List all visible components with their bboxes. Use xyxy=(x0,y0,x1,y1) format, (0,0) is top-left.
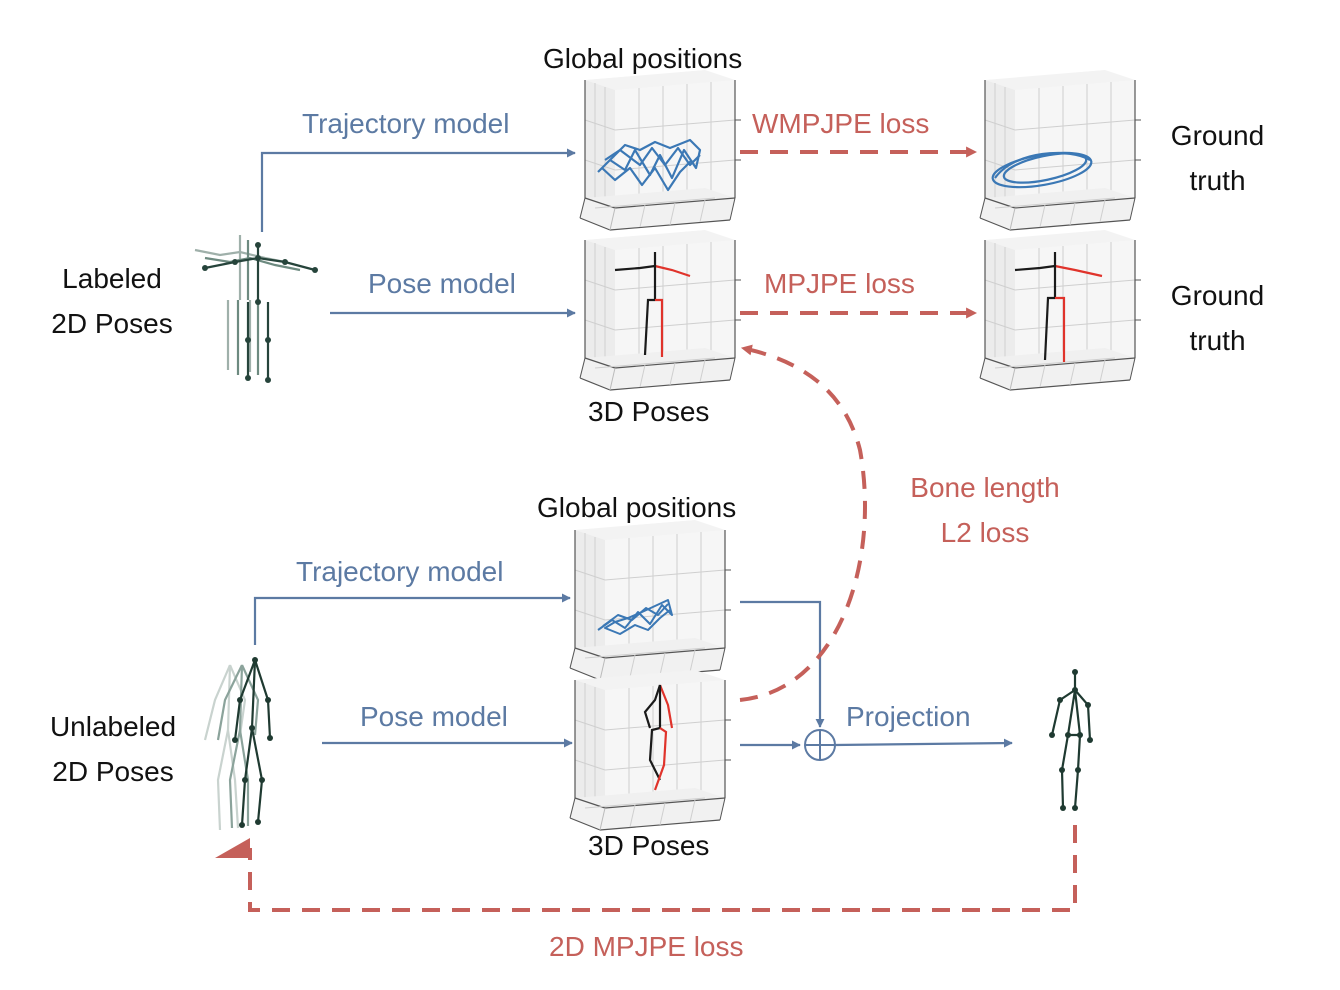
ground-truth-label-1: Ground truth xyxy=(1170,120,1265,196)
labeled-2d-poses-label: Labeled 2D Poses xyxy=(51,263,173,339)
trajectory-model-label-top: Trajectory model xyxy=(302,108,510,139)
wmpjpe-loss-label: WMPJPE loss xyxy=(752,108,930,139)
mpjpe-loss-label: MPJPE loss xyxy=(764,268,915,299)
projection-arrow xyxy=(834,738,1013,748)
global-to-sum-arrow xyxy=(740,600,825,728)
pose-3d-plot-top xyxy=(579,229,742,391)
unlabeled-2d-poses-skeleton xyxy=(203,657,273,831)
ground-truth-trajectory xyxy=(991,151,1093,189)
trajectory-arrow-top xyxy=(260,148,576,232)
global-positions-title-bottom: Global positions xyxy=(537,492,737,523)
sum-operator-icon xyxy=(804,729,836,761)
pose-3d-top xyxy=(614,252,691,357)
projection-label: Projection xyxy=(846,701,971,732)
poses-3d-label-bottom: 3D Poses xyxy=(588,830,710,861)
pose-model-label-bottom: Pose model xyxy=(360,701,508,732)
labeled-2d-poses-skeleton xyxy=(194,235,318,383)
pose-3d-ground-truth xyxy=(1014,252,1103,362)
global-positions-plot-top xyxy=(579,69,742,231)
mpjpe-2d-loss-arrow xyxy=(248,825,1077,912)
trajectory-arrow-bottom xyxy=(253,593,571,645)
pose-3d-bottom xyxy=(643,684,674,791)
mpjpe-2d-loss-label: 2D MPJPE loss xyxy=(549,931,744,962)
global-positions-title-top: Global positions xyxy=(543,43,743,74)
ground-truth-trajectory-plot xyxy=(979,69,1142,231)
ground-truth-pose-plot xyxy=(979,229,1142,391)
predicted-trajectory-top xyxy=(597,138,702,192)
pose-model-label-top: Pose model xyxy=(368,268,516,299)
mpjpe-2d-loss-arrowhead xyxy=(215,838,250,858)
bone-length-loss-label: Bone length L2 loss xyxy=(910,472,1060,548)
projected-2d-skeleton xyxy=(1049,669,1093,811)
global-positions-plot-bottom xyxy=(569,519,732,681)
poses-3d-label-top: 3D Poses xyxy=(588,396,710,427)
ground-truth-label-2: Ground truth xyxy=(1170,280,1265,356)
trajectory-model-label-bottom: Trajectory model xyxy=(296,556,504,587)
unlabeled-2d-poses-label: Unlabeled 2D Poses xyxy=(49,711,177,787)
bone-length-loss-arrow xyxy=(739,344,867,702)
predicted-trajectory-bottom xyxy=(597,599,673,635)
